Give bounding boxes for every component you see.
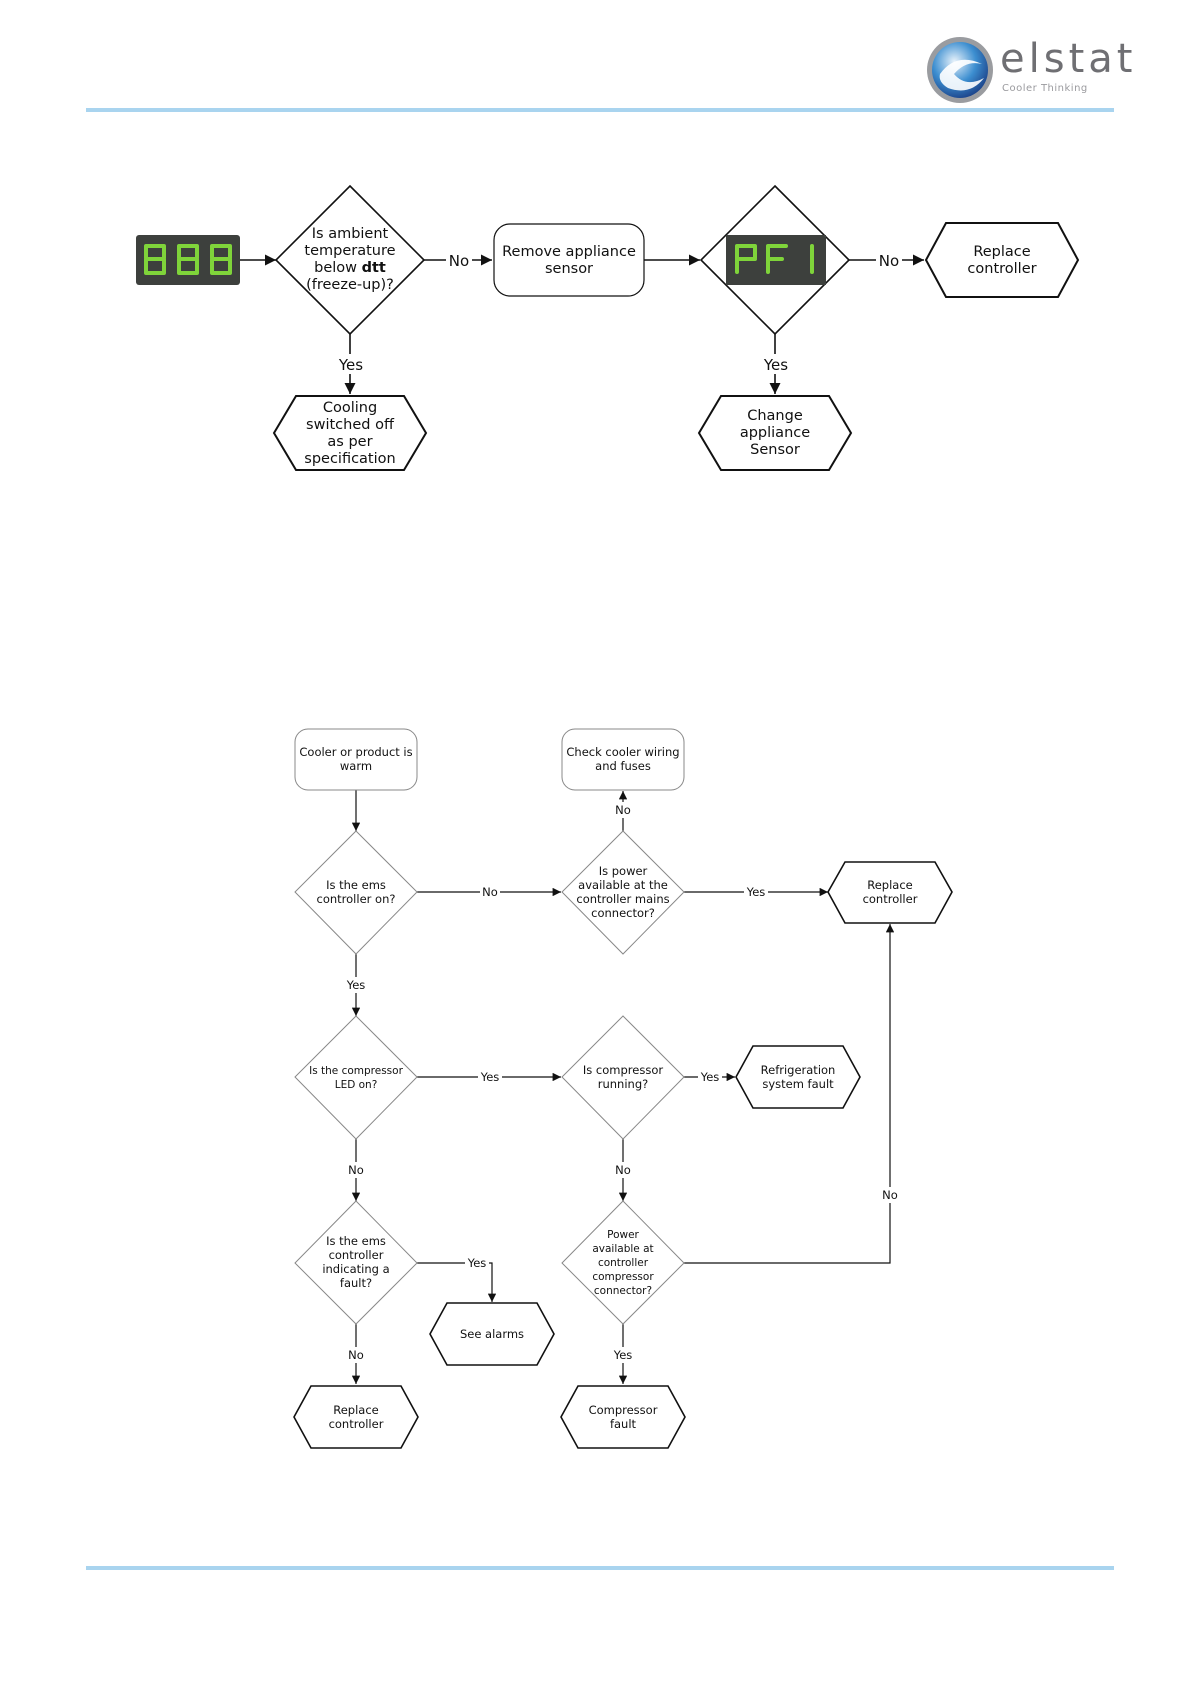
end-replace-controller-left — [293, 1385, 419, 1449]
label-no: No — [348, 1348, 364, 1362]
decision-text: LED on? — [335, 1079, 378, 1091]
label-yes: Yes — [346, 978, 366, 992]
label-yes: Yes — [467, 1256, 487, 1270]
end-text: controller — [863, 892, 918, 906]
label-no: No — [882, 1188, 898, 1202]
label-yes: Yes — [763, 356, 788, 374]
end-text: Replace — [867, 878, 913, 892]
header-divider — [86, 108, 1114, 112]
end-text: Replace — [973, 244, 1030, 260]
decision-text: Is the ems — [326, 878, 386, 892]
decision-text: compressor — [592, 1271, 654, 1283]
decision-power-mains-connector — [561, 830, 685, 955]
decision-text: Is ambient — [312, 226, 389, 242]
label-yes: Yes — [746, 885, 766, 899]
label-no: No — [615, 1163, 631, 1177]
decision-text: fault? — [340, 1276, 372, 1290]
decision-ems-indicating-fault — [294, 1200, 418, 1325]
label-yes: Yes — [480, 1070, 500, 1084]
decision-compressor-running — [561, 1015, 685, 1140]
footer-divider — [86, 1566, 1114, 1570]
label-no: No — [879, 252, 899, 270]
decision-text: indicating a — [322, 1262, 389, 1276]
end-text: system fault — [762, 1077, 834, 1091]
decision-compressor-led — [294, 1015, 418, 1140]
end-text: and fuses — [595, 759, 651, 773]
end-text: See alarms — [460, 1327, 524, 1341]
seven-segment-display-pf1 — [726, 235, 826, 285]
process-text: sensor — [545, 261, 593, 277]
decision-text: Power — [607, 1229, 639, 1241]
end-see-alarms — [429, 1302, 555, 1366]
decision-text: connector? — [594, 1285, 652, 1297]
label-yes: Yes — [338, 356, 363, 374]
label-yes: Yes — [700, 1070, 720, 1084]
decision-ambient-temperature — [274, 184, 426, 336]
end-check-wiring — [561, 728, 685, 791]
end-cooling-switched-off — [272, 395, 428, 471]
end-text: Check cooler wiring — [566, 745, 679, 759]
logo-tagline: Cooler Thinking — [1002, 83, 1088, 94]
decision-text: controller — [598, 1257, 649, 1269]
decision-text: Is power — [599, 864, 648, 878]
end-text: controller — [329, 1417, 384, 1431]
end-text: controller — [967, 261, 1036, 277]
start-cooler-warm — [294, 728, 418, 791]
decision-text: connector? — [591, 906, 655, 920]
end-refrigeration-system-fault — [735, 1045, 861, 1109]
end-replace-controller — [924, 222, 1080, 298]
seven-segment-display-888 — [136, 235, 240, 285]
decision-text: temperature — [304, 243, 395, 259]
end-text: Replace — [333, 1403, 379, 1417]
label-no: No — [348, 1163, 364, 1177]
decision-power-compressor-connector — [561, 1200, 685, 1325]
end-text: Cooling — [323, 400, 377, 416]
end-text: as per — [327, 434, 372, 450]
logo-wordmark: elstat — [1000, 36, 1137, 82]
end-text: appliance — [740, 425, 810, 441]
decision-text: available at — [592, 1243, 653, 1255]
connector-fault-yes — [417, 1262, 497, 1302]
label-no: No — [615, 803, 631, 817]
label-no: No — [482, 885, 498, 899]
end-compressor-fault — [560, 1385, 686, 1449]
end-change-appliance-sensor — [697, 395, 853, 471]
end-text: Compressor — [589, 1403, 658, 1417]
end-replace-controller-right — [827, 861, 953, 924]
decision-text: controller mains — [576, 892, 669, 906]
decision-text: Is the compressor — [309, 1065, 403, 1077]
decision-ems-controller-on — [294, 830, 418, 955]
decision-text: controller on? — [317, 892, 396, 906]
end-text: Sensor — [750, 442, 800, 458]
label-no: No — [449, 252, 469, 270]
end-text: fault — [610, 1417, 637, 1431]
process-remove-sensor — [493, 223, 645, 297]
decision-text: running? — [598, 1077, 648, 1091]
decision-text: Is the ems — [326, 1234, 386, 1248]
end-text: Refrigeration — [761, 1063, 836, 1077]
decision-text: (freeze-up)? — [306, 277, 394, 293]
end-text: switched off — [306, 417, 395, 433]
decision-text: Is compressor — [583, 1063, 663, 1077]
end-text: specification — [304, 451, 395, 467]
start-text: warm — [340, 759, 372, 773]
decision-text: controller — [329, 1248, 384, 1262]
decision-text: available at the — [578, 878, 668, 892]
end-text: Change — [747, 408, 803, 424]
label-yes: Yes — [613, 1348, 633, 1362]
start-text: Cooler or product is — [299, 745, 412, 759]
elstat-logo — [927, 37, 993, 103]
decision-text: below dtt — [314, 260, 386, 276]
process-text: Remove appliance — [502, 244, 636, 260]
connector-power-compressor-no — [684, 924, 895, 1264]
